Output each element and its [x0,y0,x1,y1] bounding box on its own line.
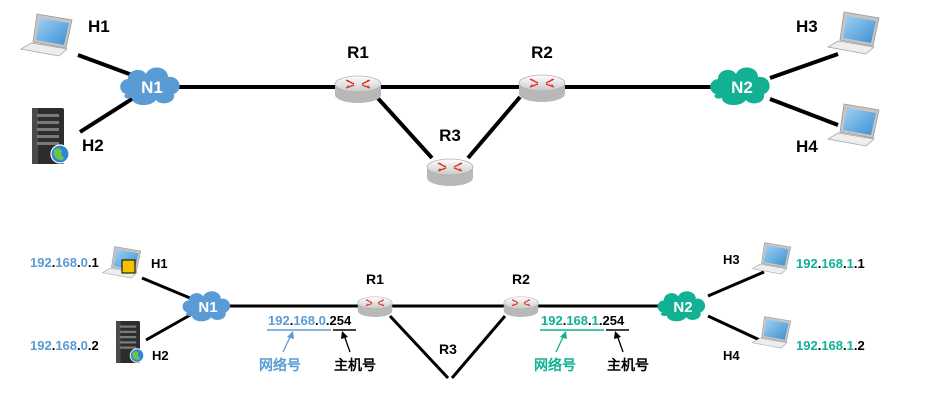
top-r2-router [518,74,566,103]
top-link-r2-r3 [466,95,522,160]
top-h3-label: H3 [796,17,818,36]
bottom-r2-host-arrowhead [614,331,621,339]
top-h4-label: H4 [796,137,818,156]
top-h2-label: H2 [82,136,104,155]
bottom-link-h1-n1 [141,276,191,300]
bottom-h3-laptop-icon [752,242,792,275]
bottom-r2-net-arrowhead [560,331,567,339]
bottom-h1-marker [121,259,136,274]
bottom-h2-ip: 192.168.0.2 [30,338,99,353]
bottom-r1-label: R1 [366,271,384,287]
bottom-link-n2-h3 [707,270,765,298]
top-r3-label: R3 [439,126,461,145]
bottom-h2-label: H2 [152,348,169,363]
top-link-r1-r3 [373,93,434,160]
bottom-link-n2-h4 [707,314,765,344]
top-h3-laptop-icon [827,11,880,55]
top-h2-server-icon [31,107,70,165]
top-h1-label: H1 [88,17,110,36]
top-diagram: N1 N2 R1 R2 R3 H1 H2 H3 H4 [20,11,880,187]
top-link-h2-n1 [78,95,137,134]
bottom-r1-host-arrowhead [341,331,348,339]
top-r2-label: R2 [531,43,553,62]
bottom-diagram: N1 N2 R1 R2 R3 H1 H2 H3 H4 192.168.0.1 1… [30,242,865,380]
bottom-r1-ip: 192.168.0.254 [268,313,352,328]
bottom-h1-ip: 192.168.0.1 [30,255,99,270]
bottom-r1-net-arrow [282,334,292,353]
top-link-h1-n1 [77,53,133,77]
bottom-r1-net-arrowhead [287,331,294,339]
bottom-n1-label: N1 [198,299,217,316]
top-h1-laptop-icon [20,13,73,57]
top-link-n2-h4 [769,97,839,127]
bottom-r2-label: R2 [512,271,530,287]
bottom-link-r1-r3 [388,314,450,380]
bottom-link-r2-r3 [450,315,507,379]
bottom-r1-host-label: 主机号 [334,357,376,373]
bottom-h2-server-icon [115,320,145,364]
bottom-n2-label: N2 [673,299,692,316]
top-n2-label: N2 [731,78,753,97]
bottom-h4-laptop-icon [752,316,792,349]
bottom-r2-router [503,296,539,318]
bottom-r2-host-label: 主机号 [607,357,649,373]
bottom-r2-net-label: 网络号 [534,357,576,373]
top-r3-router [426,158,474,187]
bottom-link-h2-n1 [145,312,193,342]
bottom-r3-label: R3 [439,341,457,357]
bottom-r2-net-arrow [555,334,565,353]
top-r1-router [334,75,382,104]
bottom-links [141,270,765,380]
top-link-n2-h3 [769,52,839,80]
bottom-h1-label: H1 [151,256,168,271]
top-links [77,52,839,160]
bottom-h4-label: H4 [723,348,740,363]
top-r1-label: R1 [347,43,369,62]
top-n1-label: N1 [141,78,163,97]
bottom-h4-ip: 192.168.1.2 [796,338,865,353]
bottom-r1-net-label: 网络号 [259,357,301,373]
bottom-h3-label: H3 [723,252,740,267]
bottom-h3-ip: 192.168.1.1 [796,256,865,271]
bottom-r2-ip: 192.168.1.254 [541,313,625,328]
bottom-r1-router [357,296,393,318]
